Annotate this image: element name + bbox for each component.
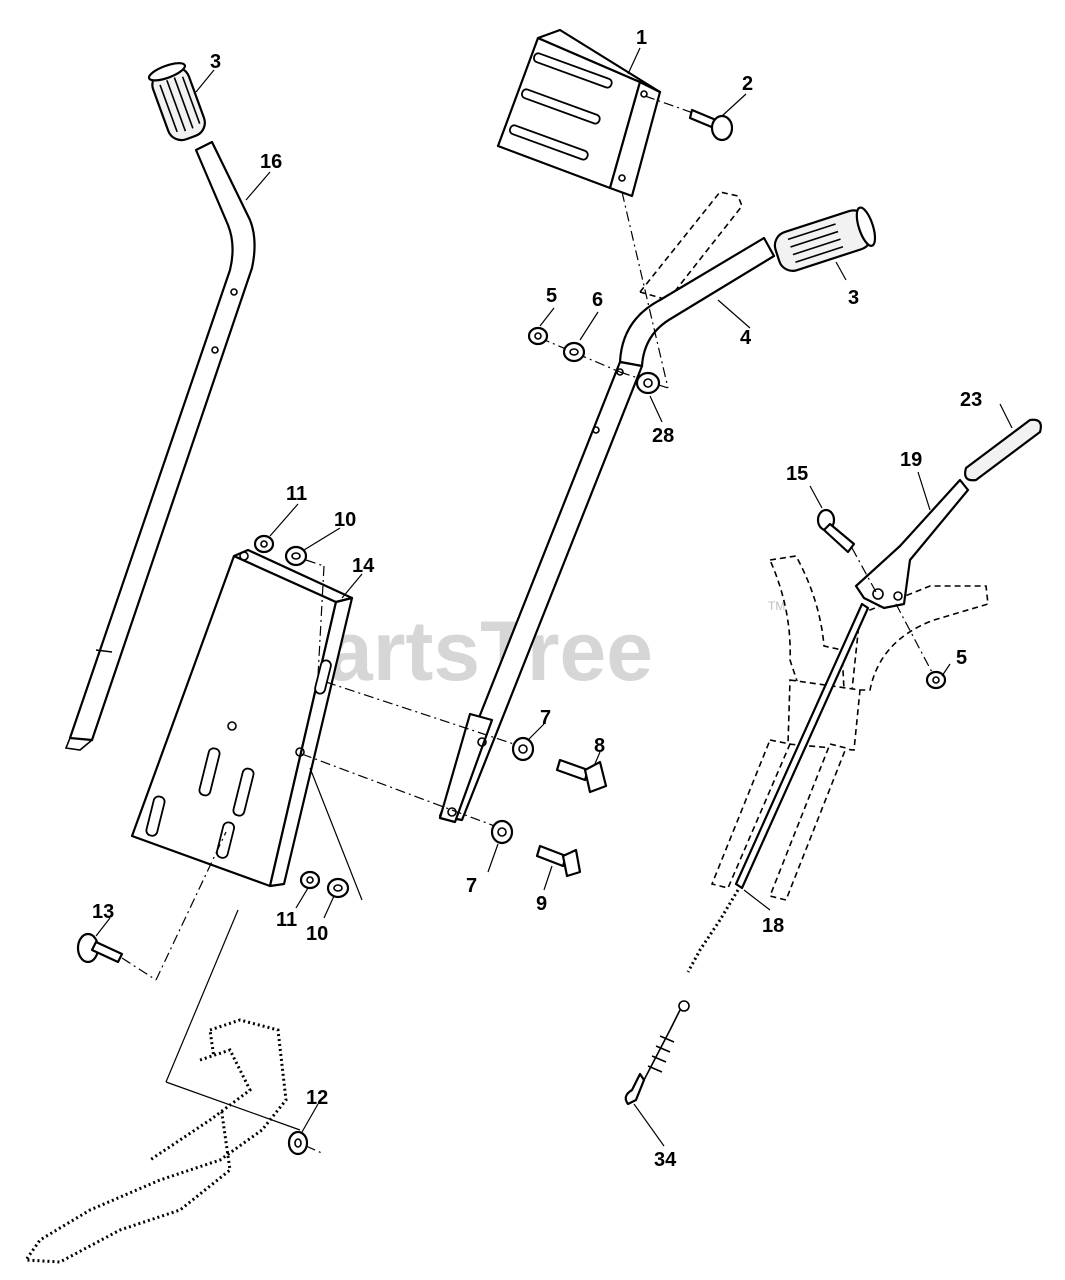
callout-5-right: 5: [956, 647, 967, 669]
callout-16: 16: [260, 151, 282, 173]
leader-lines: [95, 47, 1013, 1147]
panel-hardware: [301, 681, 608, 878]
grip-right: [773, 206, 877, 272]
right-assembly: [624, 418, 1042, 1106]
washers-panel-bottom: [299, 767, 363, 901]
callout-15: 15: [786, 463, 808, 485]
callout-14: 14: [352, 555, 375, 577]
callout-5-center: 5: [546, 285, 557, 307]
callout-9: 9: [536, 893, 547, 915]
callout-7-lower: 7: [466, 875, 477, 897]
callout-12: 12: [306, 1087, 328, 1109]
callout-2: 2: [742, 73, 753, 95]
callout-7-upper: 7: [540, 707, 551, 729]
callout-13: 13: [92, 901, 114, 923]
bolt-15: [816, 508, 877, 593]
bolt-13: [76, 831, 227, 981]
callout-labels: 1 2 3 3 4 5 5 6 7 7 8 9 10 10 11 11 12 1…: [92, 27, 982, 1171]
upper-bracket: [496, 28, 662, 198]
callout-19: 19: [900, 449, 922, 471]
grip-left: [147, 62, 206, 142]
callout-1: 1: [636, 27, 647, 49]
washers-panel-top: [253, 534, 325, 677]
callout-4: 4: [740, 327, 752, 349]
callout-6: 6: [592, 289, 603, 311]
watermark-tm: TM: [768, 599, 785, 613]
callout-34: 34: [654, 1149, 677, 1171]
callout-11-upper: 11: [286, 483, 307, 505]
bolt-8: [555, 758, 608, 794]
callout-10-lower: 10: [306, 923, 328, 945]
callout-11-lower: 11: [276, 909, 297, 931]
callout-3-left: 3: [210, 51, 221, 73]
left-handle-assembly: [64, 62, 256, 751]
callout-8: 8: [594, 735, 605, 757]
callout-23: 23: [960, 389, 982, 411]
carriage-bolt-2: [644, 95, 734, 142]
center-handle-assembly: [438, 191, 877, 824]
callout-10-upper: 10: [334, 509, 356, 531]
callout-18: 18: [762, 915, 784, 937]
bolt-9: [535, 844, 582, 878]
callout-28: 28: [652, 425, 674, 447]
tine-frame-ghost: [23, 909, 325, 1264]
lower-panel-14: [130, 548, 354, 888]
washers-center: [527, 326, 661, 395]
spring-34: [624, 1000, 690, 1106]
callout-3-right: 3: [848, 287, 859, 309]
